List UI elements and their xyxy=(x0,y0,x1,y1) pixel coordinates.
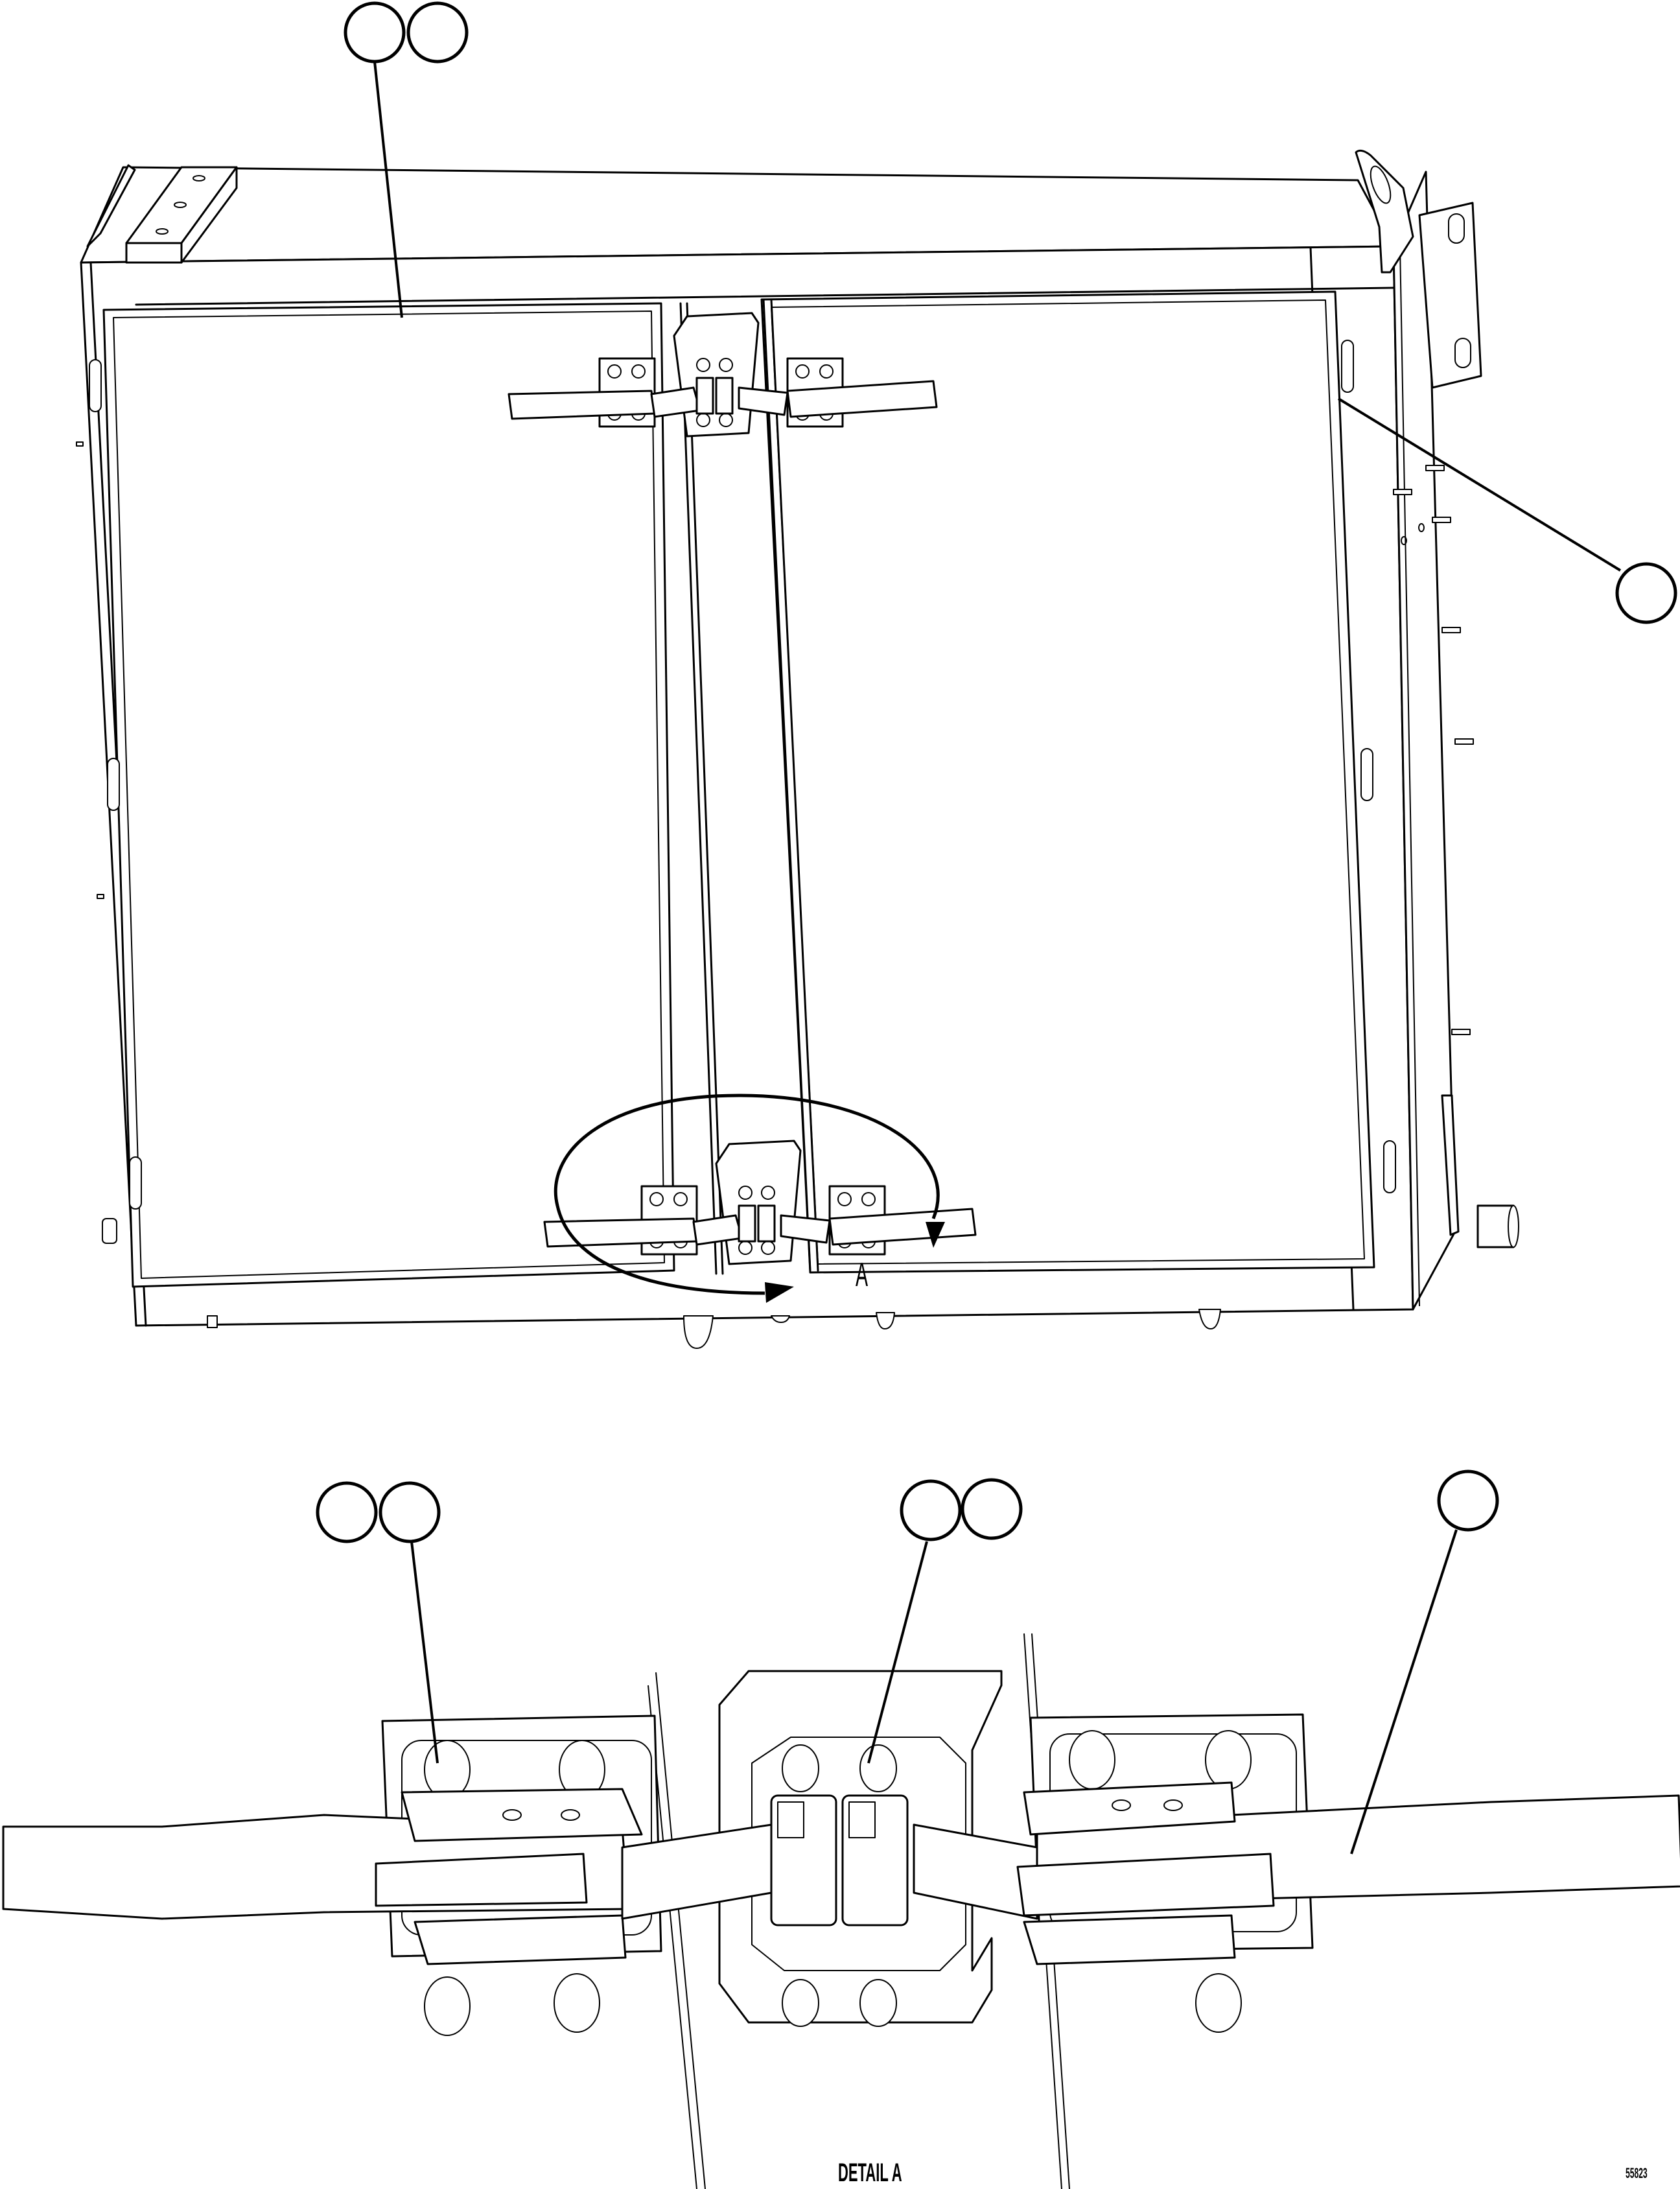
view-arrow-icon xyxy=(765,1282,794,1303)
bracket-top-left xyxy=(86,164,136,248)
leader-line xyxy=(1350,1529,1458,1855)
side-tabs xyxy=(1393,465,1474,1035)
callout-bubble[interactable] xyxy=(379,1481,441,1543)
leader-line xyxy=(373,61,403,318)
callout-bubble[interactable] xyxy=(900,1479,962,1541)
callout-bubble[interactable] xyxy=(961,1478,1023,1540)
callout-bubble[interactable] xyxy=(316,1481,378,1543)
center-mullion xyxy=(679,298,819,1275)
view-arrow-icon xyxy=(926,1222,945,1248)
door-hinges xyxy=(89,340,1396,1210)
lifting-eye xyxy=(1355,149,1414,274)
mounting-plate-right xyxy=(1418,202,1482,389)
latch-bottom xyxy=(543,1140,977,1265)
callout-bubble[interactable] xyxy=(1437,1469,1499,1532)
detail-a-view xyxy=(2,1633,1680,2189)
callout-bubble[interactable] xyxy=(1615,562,1677,624)
detail-a-indicator[interactable] xyxy=(554,1094,945,1303)
detail-circle[interactable] xyxy=(554,1094,940,1295)
bottom-feet xyxy=(207,1309,1221,1349)
side-lever xyxy=(1441,1094,1460,1236)
leader-line xyxy=(867,1541,928,1764)
view-label-a: A xyxy=(856,1256,869,1294)
detail-callouts xyxy=(316,1469,1499,1855)
leader-line xyxy=(1337,397,1622,572)
image-code: 55823 xyxy=(1626,2165,1648,2181)
drain-pipe xyxy=(1476,1204,1515,1248)
detail-caption: DETAIL A xyxy=(838,2159,902,2187)
latch-handle-right xyxy=(786,380,938,418)
main-callouts xyxy=(344,1,1677,624)
left-knob xyxy=(102,1218,117,1244)
latch-top xyxy=(508,312,938,438)
latch-handle-left xyxy=(508,390,656,420)
callout-bubble[interactable] xyxy=(406,1,469,64)
door-right xyxy=(760,290,1375,1274)
door-left xyxy=(102,302,675,1288)
callout-bubble[interactable] xyxy=(344,1,406,64)
leader-line xyxy=(410,1541,439,1764)
